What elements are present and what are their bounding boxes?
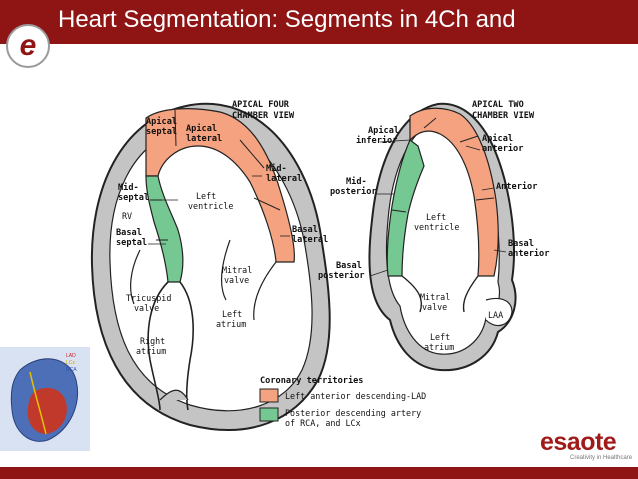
coronary-legend: Coronary territories Left anterior desce…: [259, 375, 426, 428]
rca-swatch: [259, 407, 279, 422]
basal-lateral-label-1: Basal: [292, 225, 318, 235]
basal-posterior-label-2: posterior: [318, 270, 365, 281]
esaote-brand-logo: esaote Creativity in Healthcare: [540, 428, 636, 464]
lad-territory-2ch: [409, 107, 499, 277]
basal-septal-label-2: septal: [116, 238, 147, 248]
lad-territory-4ch: [145, 108, 295, 263]
apical-inferior-label-1: Apical: [368, 125, 399, 136]
legend-lad-label: Left anterior descending-LAD: [285, 391, 426, 401]
lad-swatch: [259, 388, 279, 403]
slide-title: Heart Segmentation: Segments in 4Ch and: [58, 6, 516, 33]
apical-lateral-label-2: lateral: [186, 134, 222, 144]
legend-rca-line1: Posterior descending artery: [285, 408, 421, 418]
brand-name: esaote: [540, 428, 617, 456]
right-atrium-2: atrium: [136, 346, 166, 356]
apical-anterior-label-1: Apical: [482, 133, 513, 144]
four-ch-left-ventricle-2: ventricle: [188, 201, 233, 211]
anterior-label: Anterior: [496, 181, 537, 192]
four-ch-title-line1: APICAL FOUR: [232, 100, 290, 110]
laa-label: LAA: [488, 310, 503, 320]
two-chamber-labels: APICAL TWO CHAMBER VIEW Apical inferior …: [318, 100, 549, 352]
basal-anterior-label-2: anterior: [508, 248, 549, 259]
four-chamber-labels: APICAL FOUR CHAMBER VIEW Apical septal A…: [116, 100, 328, 356]
apical-lateral-label-1: Apical: [186, 123, 217, 134]
four-ch-mitral-valve-2: valve: [224, 275, 249, 285]
mid-posterior-label-2: posterior: [330, 186, 377, 197]
two-chamber-view: [368, 102, 517, 372]
four-ch-left-ventricle-1: Left: [196, 191, 216, 201]
basal-posterior-label-1: Basal: [336, 261, 362, 271]
rca-territory-2ch: [386, 139, 425, 277]
thumbnail-legend: LAD LCx RCA: [66, 353, 77, 374]
four-chamber-view: [90, 102, 331, 431]
heart-thumbnail-image: [0, 347, 90, 451]
right-atrium-1: Right: [140, 336, 165, 346]
two-ch-left-ventricle-1: Left: [426, 212, 446, 222]
two-ch-left-atrium-2: atrium: [424, 342, 454, 352]
four-ch-left-atrium-2: atrium: [216, 319, 246, 329]
mid-septal-label-2: septal: [118, 193, 149, 203]
mid-lateral-label-1: Mid-: [266, 163, 287, 174]
legend-title: Coronary territories: [260, 375, 363, 386]
mid-posterior-label-1: Mid-: [346, 176, 367, 187]
title-bar: Heart Segmentation: Segments in 4Ch and: [0, 0, 638, 44]
basal-lateral-label-2: lateral: [292, 235, 328, 245]
apical-septal-label-1: Apical: [146, 116, 177, 127]
mid-septal-label-1: Mid-: [118, 182, 139, 193]
two-ch-title-line2: CHAMBER VIEW: [472, 111, 535, 121]
footer-bar: [0, 467, 638, 479]
two-ch-left-ventricle-2: ventricle: [414, 222, 459, 232]
two-ch-left-atrium-1: Left: [430, 332, 450, 342]
two-ch-mitral-valve-1: Mitral: [420, 292, 450, 302]
tricuspid-valve-1: Tricuspid: [126, 293, 171, 303]
two-ch-mitral-valve-2: valve: [422, 302, 447, 312]
thumb-legend-lad: LAD: [66, 353, 76, 359]
basal-anterior-label-1: Basal: [508, 239, 534, 249]
rv-label: RV: [122, 211, 132, 221]
brand-tagline: Creativity in Healthcare: [570, 455, 633, 461]
basal-septal-label-1: Basal: [116, 228, 142, 238]
four-ch-left-atrium-1: Left: [222, 309, 242, 319]
thumb-legend-lcx: LCx: [66, 360, 75, 366]
four-ch-mitral-valve-1: Mitral: [222, 265, 252, 275]
esaote-e-logo-icon: e: [6, 24, 50, 68]
apical-anterior-label-2: anterior: [482, 143, 523, 154]
logo-letter: e: [19, 29, 37, 62]
apical-inferior-label-2: inferior: [356, 135, 397, 146]
thumb-legend-rca: RCA: [66, 367, 77, 373]
legend-rca-line2: of RCA, and LCx: [285, 418, 361, 428]
tricuspid-valve-2: valve: [134, 303, 159, 313]
apical-septal-label-2: septal: [146, 127, 177, 137]
four-ch-title-line2: CHAMBER VIEW: [232, 111, 295, 121]
mid-lateral-label-2: lateral: [266, 174, 302, 184]
two-ch-title-line1: APICAL TWO: [472, 100, 524, 110]
